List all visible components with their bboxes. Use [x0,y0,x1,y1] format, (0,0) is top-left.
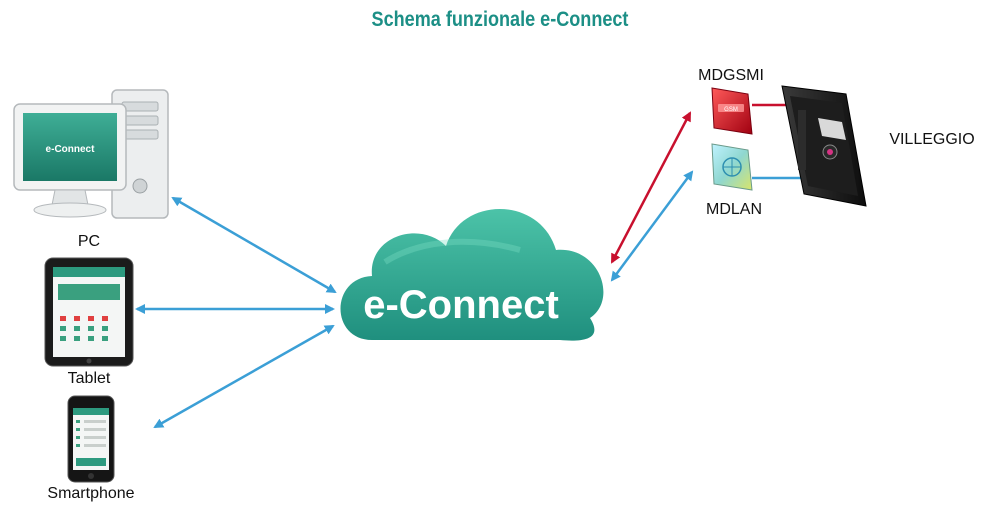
tablet-icon [44,257,134,367]
pc-screen-logo: e-Connect [46,144,96,155]
cloud-icon [340,208,604,341]
diagram-title: Schema funzionale e-Connect [371,8,629,31]
smartphone-label: Smartphone [47,485,134,502]
desktop-pc-icon: e-Connect [13,89,169,219]
tablet-label: Tablet [68,370,111,387]
alarm-panel-icon [781,85,867,207]
link-pc-cloud [171,196,337,294]
link-smartphone-cloud [153,324,335,429]
gsm-badge: GSM [724,107,738,113]
gsm-module-icon: GSM [711,87,753,135]
gsm-module-label: MDGSMI [698,67,764,84]
link-cloud-lan [610,170,694,282]
pc-label: PC [78,233,100,250]
link-cloud-gsm [610,111,692,264]
lan-module-label: MDLAN [706,201,762,218]
cloud-label: e-Connect [363,283,559,327]
smartphone-icon [67,395,115,483]
panel-label: VILLEGGIO [889,131,974,148]
lan-module-icon [711,143,753,191]
